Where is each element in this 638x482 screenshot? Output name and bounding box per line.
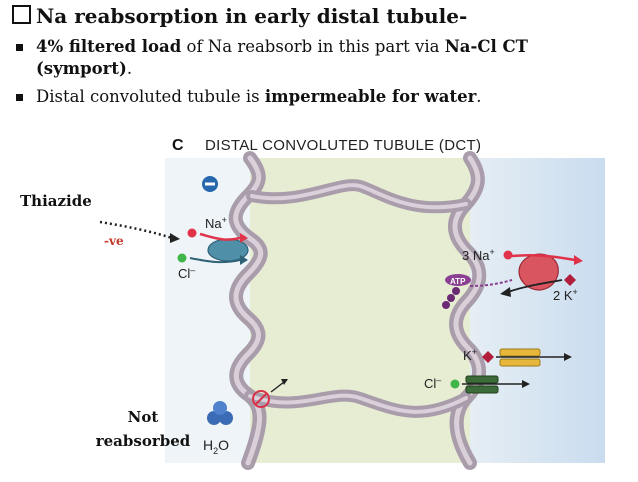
panel-title: DISTAL CONVOLUTED TUBULE (DCT) bbox=[205, 137, 481, 154]
adp-bead-1 bbox=[452, 287, 460, 295]
negative-sign-bar bbox=[205, 182, 215, 186]
cl2-label: Cl– bbox=[424, 375, 441, 391]
k-channel-bottom bbox=[499, 358, 541, 367]
na-label: Na+ bbox=[205, 215, 227, 231]
interstitium-region bbox=[470, 158, 605, 463]
na3-label: 3 Na+ bbox=[462, 247, 495, 263]
atp-arrow bbox=[469, 279, 513, 287]
adp-bead-3 bbox=[442, 301, 450, 309]
not-reabsorbed-line1: Not bbox=[127, 408, 159, 426]
not-reabsorbed-line2: reabsorbed bbox=[95, 432, 191, 450]
atp-label: ATP bbox=[450, 277, 466, 286]
cl-transport-arrow bbox=[189, 257, 241, 264]
not-reabsorbed-label: Not reabsorbed bbox=[88, 405, 198, 453]
cl-channel-top bbox=[465, 375, 499, 384]
na3-ion-icon bbox=[503, 250, 513, 260]
square-bullet-icon bbox=[16, 94, 23, 101]
atp-icon bbox=[445, 274, 471, 286]
na-pump-arrow bbox=[511, 253, 576, 262]
cl-channel-bottom bbox=[465, 385, 499, 394]
thiazide-label: Thiazide bbox=[20, 192, 92, 210]
bullet-item-filtered-load: 4% filtered load of Na reabsorb in this … bbox=[14, 36, 626, 80]
bullet-item-impermeable: Distal convoluted tubule is impermeable … bbox=[14, 86, 626, 108]
slide-heading: Na reabsorption in early distal tubule- bbox=[12, 4, 467, 28]
k-ion-icon bbox=[482, 351, 494, 363]
dct-diagram-svg: C DISTAL CONVOLUTED TUBULE (DCT) Na+ Cl–… bbox=[99, 137, 605, 470]
na-ion-icon bbox=[187, 228, 197, 238]
na-pump-arrowhead bbox=[574, 255, 583, 265]
water-blocked-icon bbox=[252, 390, 270, 408]
cl2-ion-icon bbox=[450, 379, 460, 389]
cl-ion-icon bbox=[177, 253, 187, 263]
k-pump-arrow bbox=[507, 279, 563, 293]
k-ion-icon-pump bbox=[564, 274, 576, 286]
bullet-list: 4% filtered load of Na reabsorb in this … bbox=[14, 36, 626, 114]
adp-bead-2 bbox=[447, 294, 455, 302]
square-bullet-icon bbox=[16, 44, 23, 51]
k2-label: 2 K+ bbox=[553, 287, 578, 303]
k-pump-arrowhead bbox=[500, 287, 511, 297]
h2o-label: H2O bbox=[203, 437, 229, 456]
water-blocked-slash bbox=[254, 392, 268, 406]
cl-label: Cl– bbox=[178, 265, 195, 281]
water-arrow bbox=[270, 381, 285, 393]
na-arrowhead bbox=[240, 233, 248, 243]
tight-junction-top-inner bbox=[250, 183, 468, 210]
cl-channel-arrowhead bbox=[522, 380, 530, 388]
thiazide-arrowhead bbox=[170, 233, 180, 243]
water-molecule-icon-3 bbox=[213, 401, 227, 415]
negative-effect-label: -ve bbox=[104, 234, 124, 248]
k-channel-arrowhead bbox=[564, 353, 572, 361]
na-transport-arrow bbox=[199, 232, 241, 241]
k-label: K+ bbox=[463, 347, 477, 363]
tight-junction-bottom-inner bbox=[248, 393, 468, 414]
checkbox-bullet-icon bbox=[12, 5, 31, 24]
cl-arrowhead bbox=[240, 255, 248, 265]
water-arrowhead bbox=[281, 379, 288, 385]
dct-diagram: C DISTAL CONVOLUTED TUBULE (DCT) Na+ Cl–… bbox=[0, 126, 638, 478]
k-channel-top bbox=[499, 348, 541, 357]
panel-letter: C bbox=[172, 137, 184, 154]
